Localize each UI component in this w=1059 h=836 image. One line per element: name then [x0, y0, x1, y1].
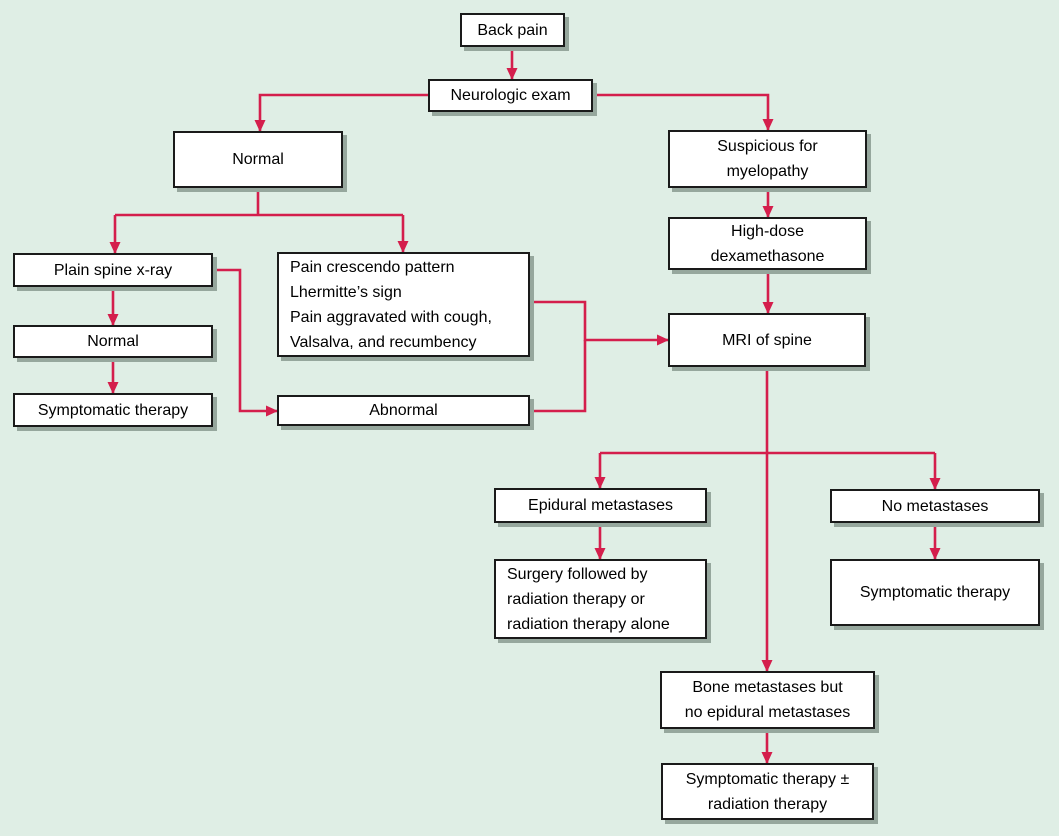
node-label-back-pain: Back pain — [477, 21, 548, 39]
node-label-surgery-radiation: Surgery followed by radiation therapy or… — [507, 565, 670, 633]
node-back-pain: Back pain — [460, 13, 565, 47]
node-label-suspicious-myelopathy: Suspicious for myelopathy — [717, 138, 818, 180]
node-high-dose-dex: High-dose dexamethasone — [668, 217, 867, 270]
node-label-normal-exam: Normal — [232, 151, 284, 168]
node-symptomatic-therapy-2: Symptomatic therapy — [830, 559, 1040, 626]
node-label-bone-metastases: Bone metastases but no epidural metastas… — [684, 679, 851, 721]
node-label-pain-crescendo: Pain crescendo pattern Lhermitte’s sign … — [290, 258, 492, 351]
node-label-symptomatic-radiation: Symptomatic therapy ± radiation therapy — [685, 770, 850, 813]
edge-crescendo-to-mri — [530, 300, 669, 346]
edge-exam-to-suspicious — [593, 93, 774, 131]
node-label-plain-spine-xray: Plain spine x-ray — [53, 261, 173, 279]
node-label-no-metastases: No metastases — [881, 497, 989, 515]
node-suspicious-myelopathy: Suspicious for myelopathy — [668, 130, 867, 188]
edge-xray-to-abnormal — [213, 268, 278, 417]
node-label-symptomatic-therapy-1: Symptomatic therapy — [37, 401, 189, 419]
node-label-epidural-metastases: Epidural metastases — [528, 497, 673, 514]
node-mri-spine: MRI of spine — [668, 313, 866, 367]
node-label-abnormal: Abnormal — [369, 402, 438, 419]
node-symptomatic-therapy-1: Symptomatic therapy — [13, 393, 213, 427]
node-label-normal-xray: Normal — [87, 333, 139, 350]
node-abnormal: Abnormal — [277, 395, 530, 426]
node-no-metastases: No metastases — [830, 489, 1040, 523]
node-surgery-radiation: Surgery followed by radiation therapy or… — [494, 559, 707, 639]
node-pain-crescendo: Pain crescendo pattern Lhermitte’s sign … — [277, 252, 530, 357]
node-label-symptomatic-therapy-2: Symptomatic therapy — [859, 584, 1011, 601]
node-plain-spine-xray: Plain spine x-ray — [13, 253, 213, 287]
edge-exam-to-normal — [254, 93, 428, 132]
node-normal-exam: Normal — [173, 131, 343, 188]
node-normal-xray: Normal — [13, 325, 213, 358]
node-bone-metastases: Bone metastases but no epidural metastas… — [660, 671, 875, 729]
node-epidural-metastases: Epidural metastases — [494, 488, 707, 523]
node-label-neurologic-exam: Neurologic exam — [450, 87, 571, 104]
node-label-high-dose-dex: High-dose dexamethasone — [710, 222, 825, 265]
node-symptomatic-radiation: Symptomatic therapy ± radiation therapy — [661, 763, 874, 820]
node-label-mri-spine: MRI of spine — [722, 331, 812, 349]
edge-abnormal-to-junction — [530, 340, 587, 413]
node-neurologic-exam: Neurologic exam — [428, 79, 593, 112]
